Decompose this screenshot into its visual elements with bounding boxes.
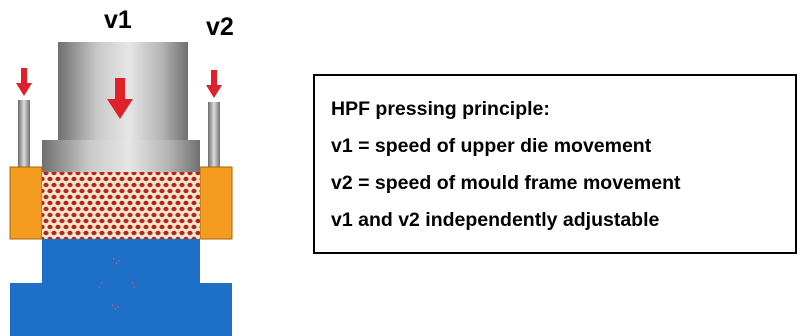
mould-frame-left	[9, 166, 43, 240]
legend-box: HPF pressing principle: v1 = speed of up…	[313, 74, 797, 254]
legend-title: HPF pressing principle:	[331, 98, 550, 120]
label-v2: v2	[206, 13, 234, 41]
ejector-marks	[97, 257, 137, 312]
arrow-down-icon	[107, 78, 133, 119]
legend-line-v1: v1 = speed of upper die movement	[331, 135, 652, 157]
arrow-down-right-icon	[206, 70, 222, 98]
lower-die	[42, 239, 200, 285]
fiber-material	[42, 172, 200, 239]
arrow-down-left-icon	[16, 68, 32, 96]
frame-pin-right	[208, 102, 220, 168]
frame-pin-left	[18, 100, 30, 168]
legend-line-v2: v2 = speed of mould frame movement	[331, 172, 681, 194]
label-v1: v1	[104, 6, 132, 34]
upper-punch-collar	[42, 140, 200, 172]
legend-line-adjustable: v1 and v2 independently adjustable	[331, 209, 660, 231]
mould-frame-right	[199, 166, 233, 240]
hpf-press-diagram	[9, 42, 233, 336]
lower-die-base	[10, 283, 232, 336]
